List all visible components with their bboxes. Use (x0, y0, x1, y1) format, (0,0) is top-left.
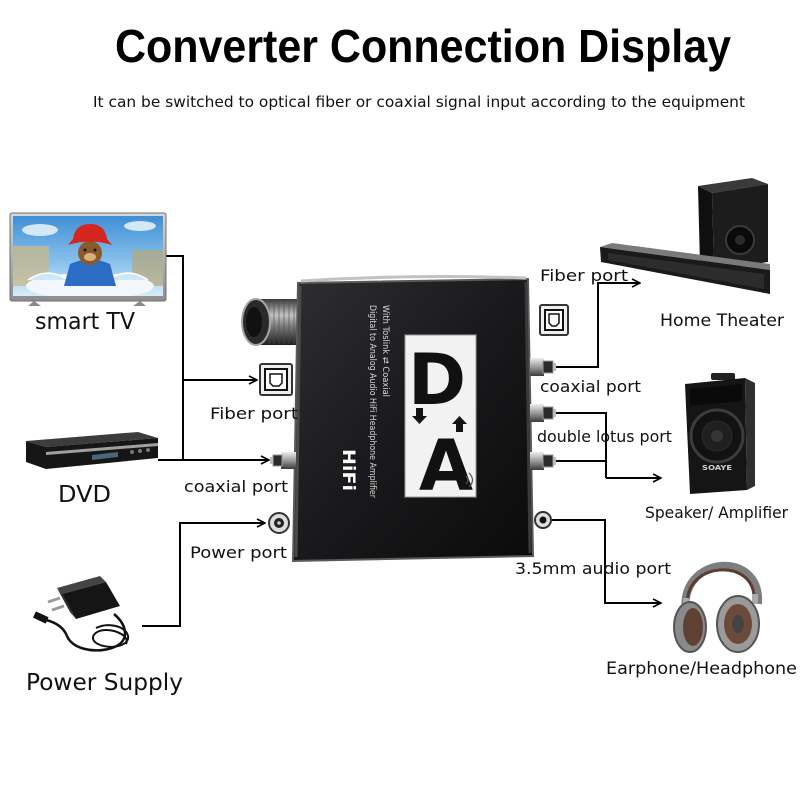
tv-stand-right (133, 301, 146, 306)
fiber-input-port-label: Fiber port (210, 404, 298, 423)
device-right-edge (524, 281, 532, 554)
audio-jack-port-icon (534, 511, 552, 529)
power-supply-image (32, 576, 130, 652)
home-theater-image (600, 178, 770, 294)
adapter-prong (47, 596, 61, 604)
device-description: Digital to Analog Audio HiFi Headphone A… (367, 305, 377, 498)
speaker-brand-label: SOAYE (702, 464, 732, 472)
logo-letter-a: A (419, 425, 473, 507)
fiber-output-port-icon (539, 304, 569, 336)
power-supply-arrow (142, 523, 265, 627)
dvd-button (138, 449, 142, 453)
adapter-prong (51, 604, 65, 612)
smart-tv-label: smart TV (35, 309, 135, 335)
power-input-port-label: Power port (190, 543, 287, 562)
dvd-button (130, 450, 134, 454)
dvd-display (92, 452, 118, 460)
connection-lines (142, 255, 661, 627)
coaxial-input-port-icon (270, 452, 296, 469)
speaker-handle (711, 373, 735, 380)
bear-coat (64, 259, 116, 286)
page-subtitle: It can be switched to optical fiber or c… (93, 93, 745, 111)
double-lotus-port-right-icon (530, 452, 556, 470)
device-top-bevel (300, 275, 527, 283)
coaxial-output-port-icon (530, 358, 556, 376)
speaker-amplifier-label: Speaker/ Amplifier (645, 503, 788, 522)
coaxial-input-port-label: coaxial port (184, 477, 288, 496)
audio-jack-port-label: 3.5mm audio port (515, 559, 671, 578)
subwoofer-top (698, 178, 768, 193)
tv-screen (13, 216, 163, 296)
tv-dvd-bracket-line (166, 255, 184, 460)
dac-converter-device: HiFi Digital to Analog Audio HiFi Headph… (241, 275, 569, 563)
double-lotus-port-left-icon (530, 404, 556, 422)
power-input-port-icon (268, 512, 290, 534)
fiber-input-port-icon (259, 363, 293, 396)
dvd-top (26, 432, 158, 447)
tv-stand-left (28, 301, 41, 306)
soundbar-top (600, 243, 770, 270)
dvd-player-image (26, 432, 158, 469)
logo-letter-d: D (408, 339, 466, 421)
speaker-side (745, 378, 755, 490)
dvd-silver-strip (46, 443, 158, 455)
adapter-side (57, 588, 76, 619)
sound-wave-icon (465, 472, 474, 488)
home-theater-label: Home Theater (660, 311, 784, 331)
volume-knob (241, 298, 298, 346)
device-sub-description: With Toslink ⇄ Coaxial (380, 305, 390, 397)
home-theater-arrow (556, 283, 640, 368)
da-logo-panel: D A (404, 334, 477, 507)
soundbar-grille (608, 253, 764, 289)
subwoofer-side (698, 186, 714, 270)
smart-tv-image (9, 212, 167, 306)
device-left-edge (294, 285, 302, 558)
dvd-label: DVD (58, 482, 111, 508)
headphone-label: Earphone/Headphone (606, 659, 797, 679)
double-lotus-bracket-line (556, 412, 607, 478)
barrel-plug (32, 611, 49, 624)
dvd-button (146, 448, 150, 452)
speaker-amplifier-image: SOAYE (685, 373, 755, 494)
adapter-body (62, 582, 120, 619)
power-supply-label: Power Supply (26, 670, 183, 696)
down-arrow-icon (412, 408, 427, 424)
headband-padding (686, 568, 756, 607)
bear-hat (68, 224, 112, 245)
cable-coil (91, 624, 130, 648)
double-lotus-port-label: double lotus port (537, 427, 672, 446)
speaker-top-panel (690, 384, 742, 406)
adapter-top (57, 576, 106, 594)
page-title: Converter Connection Display (115, 20, 731, 72)
coaxial-output-port-label: coaxial port (540, 377, 641, 396)
fiber-output-port-label: Fiber port (540, 266, 628, 285)
right-slider (752, 594, 758, 604)
headphone-image (673, 561, 763, 653)
up-arrow-icon (452, 416, 467, 432)
hifi-badge: HiFi (338, 449, 358, 491)
adapter-cable (45, 613, 127, 652)
headphone-arrow (552, 519, 661, 603)
